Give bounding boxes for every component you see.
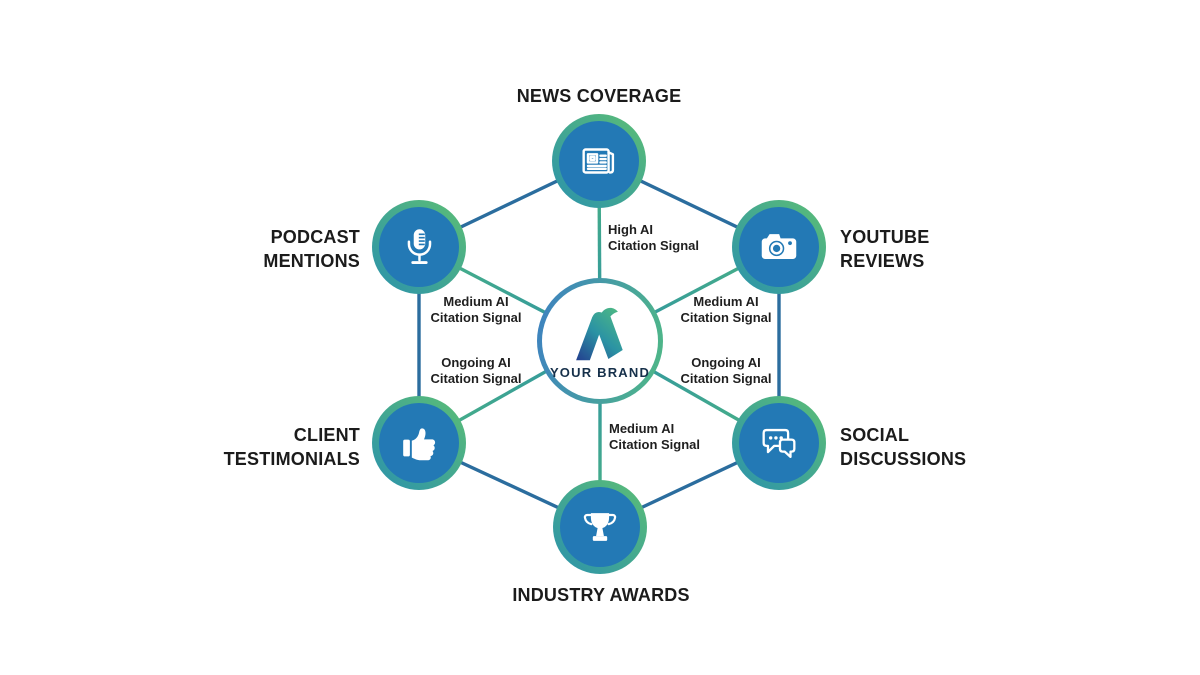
- node-label-news-coverage: NEWS COVERAGE: [516, 86, 682, 106]
- node-client-testimonials: [372, 396, 466, 490]
- node-industry-awards: [553, 480, 647, 574]
- trophy-icon: [583, 513, 617, 541]
- node-label-social-discussions: SOCIAL DISCUSSIONS: [840, 425, 967, 469]
- microphone-icon: [407, 229, 432, 264]
- camera-icon: [761, 234, 797, 259]
- chat-bubbles-icon: [762, 428, 796, 459]
- node-podcast-mentions: [372, 200, 466, 294]
- signal-label-youtube: Medium AI Citation Signal: [680, 294, 772, 325]
- node-news-coverage: [552, 114, 646, 208]
- signal-label-social: Ongoing AI Citation Signal: [680, 355, 772, 386]
- signal-label-client: Ongoing AI Citation Signal: [430, 355, 522, 386]
- newspaper-icon: [582, 148, 615, 174]
- thumbs-up-icon: [403, 428, 436, 461]
- client-testimonials-circle: [379, 403, 459, 483]
- node-label-podcast-mentions: PODCAST MENTIONS: [263, 227, 360, 271]
- brand-label: YOUR BRAND: [549, 364, 651, 380]
- node-youtube-reviews: [732, 200, 826, 294]
- industry-awards-circle: [560, 487, 640, 567]
- node-label-client-testimonials: CLIENT TESTIMONIALS: [223, 425, 360, 469]
- news-coverage-circle: [559, 121, 639, 201]
- node-label-industry-awards: INDUSTRY AWARDS: [512, 585, 690, 605]
- social-discussions-circle: [739, 403, 819, 483]
- node-social-discussions: [732, 396, 826, 490]
- podcast-mentions-circle: [379, 207, 459, 287]
- signal-label-news: High AI Citation Signal: [608, 222, 699, 253]
- signal-label-podcast: Medium AI Citation Signal: [430, 294, 522, 325]
- node-label-youtube-reviews: YOUTUBE REVIEWS: [840, 227, 930, 271]
- center-brand-node: YOUR BRAND: [537, 278, 663, 404]
- youtube-reviews-circle: [739, 207, 819, 287]
- brand-a-logo: [576, 307, 623, 360]
- signal-label-awards: Medium AI Citation Signal: [609, 421, 700, 452]
- center-brand-circle: YOUR BRAND: [542, 283, 658, 399]
